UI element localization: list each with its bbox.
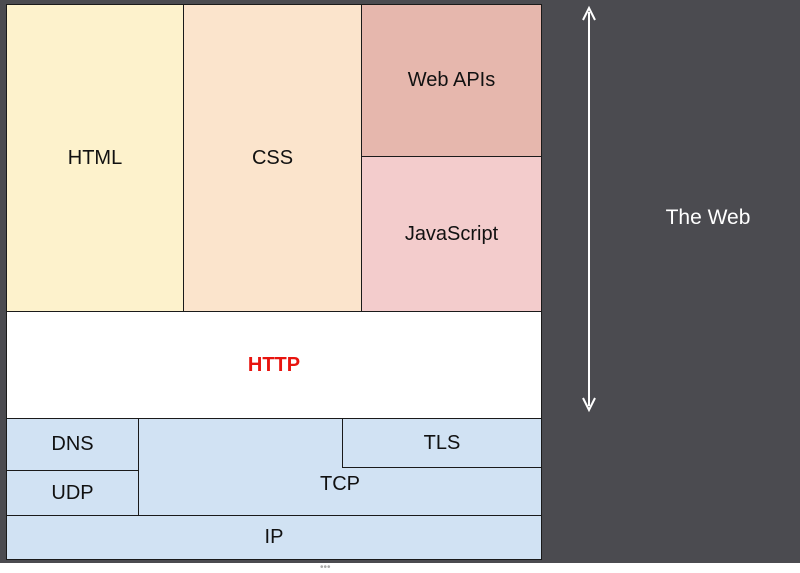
the-web-label: The Web — [665, 206, 751, 229]
more-dots-icon: ••• — [320, 562, 331, 573]
protocol-stack-diagram: HTML CSS Web APIs JavaScript HTTP DNS TC… — [6, 4, 542, 560]
web-apis-layer: Web APIs — [361, 4, 542, 157]
tls-layer: TLS — [342, 418, 542, 468]
ip-layer-label: IP — [264, 526, 284, 548]
web-range-double-arrow — [582, 5, 596, 413]
http-layer: HTTP — [6, 311, 542, 419]
tcp-layer-label: TCP — [320, 472, 360, 495]
javascript-layer: JavaScript — [361, 156, 542, 312]
css-layer: CSS — [183, 4, 362, 312]
html-layer: HTML — [6, 4, 184, 312]
web-apis-layer-label: Web APIs — [407, 69, 496, 91]
tls-layer-label: TLS — [423, 431, 461, 454]
javascript-layer-label: JavaScript — [404, 222, 499, 245]
ip-layer: IP — [6, 515, 542, 560]
udp-layer: UDP — [6, 470, 139, 516]
dns-layer-label: DNS — [51, 433, 94, 455]
dns-layer: DNS — [6, 418, 139, 471]
web-range-arrow-top-head — [582, 5, 596, 21]
udp-layer-label: UDP — [51, 481, 94, 504]
html-layer-label: HTML — [67, 146, 123, 169]
bottom-strip — [0, 563, 800, 573]
css-layer-label: CSS — [251, 146, 294, 169]
http-layer-label: HTTP — [247, 353, 301, 376]
web-range-arrow-bottom-head — [582, 397, 596, 413]
